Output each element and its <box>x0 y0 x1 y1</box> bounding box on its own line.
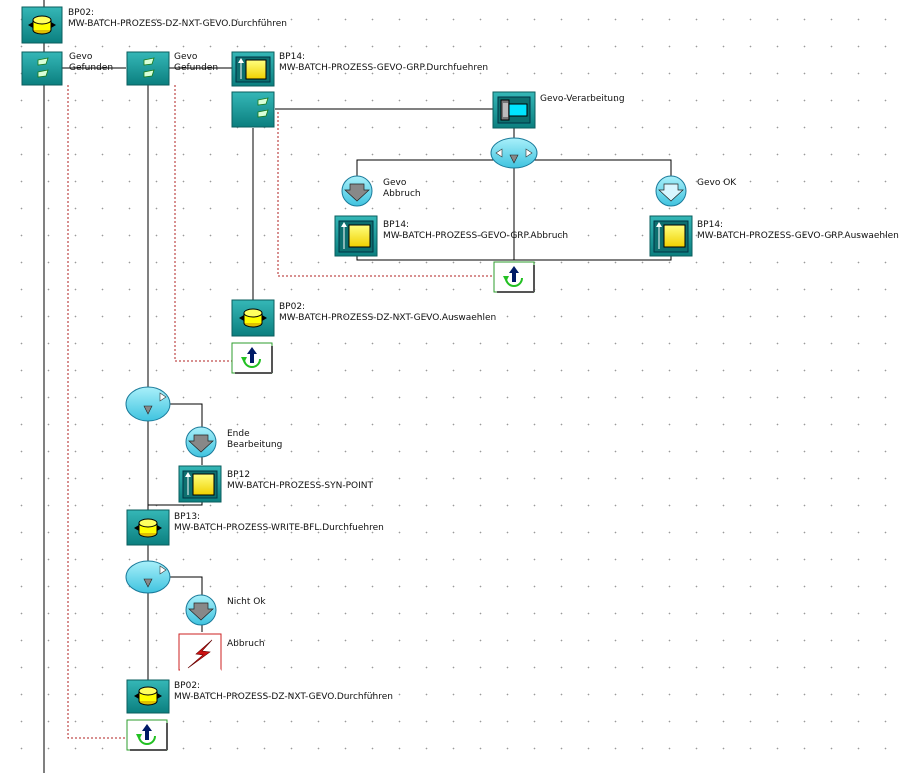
gevo-verarbeitung-node[interactable] <box>492 91 536 129</box>
gevo-abbruch-branch-node[interactable] <box>341 175 373 207</box>
bp14-durchfuehren-label-line2: MW-BATCH-PROZESS-GEVO-GRP.Durchfuehren <box>279 63 489 73</box>
bp14-durchfuehren-node[interactable] <box>231 51 275 87</box>
bp12-syn-point-node[interactable] <box>178 465 222 503</box>
bp12-syn-point-label-line1: BP12 <box>227 470 251 480</box>
loop-inner-node[interactable] <box>493 261 535 293</box>
gevo-verarbeitung-label: Gevo-Verarbeitung <box>540 94 625 105</box>
loop-icon <box>136 724 156 745</box>
bp14-auswaehlen-label-line1: BP14: <box>697 220 724 230</box>
gevo-verarbeitung-label-text: Gevo-Verarbeitung <box>540 94 625 104</box>
bp13-write-bfl-label-line2: MW-BATCH-PROZESS-WRITE-BFL.Durchfuehren <box>174 523 384 533</box>
bp14-auswaehlen-label: BP14: MW-BATCH-PROZESS-GEVO-GRP.Auswaehl… <box>697 220 899 242</box>
bp13-write-bfl-label-line1: BP13: <box>174 512 201 522</box>
gevo-gefunden-2-node[interactable] <box>126 51 170 86</box>
gevo-gefunden-1-label-line1: Gevo <box>69 52 93 62</box>
branch-down-icon <box>344 183 370 202</box>
bp14-durchfuehren-label-line1: BP14: <box>279 52 306 62</box>
ende-bearbeitung-branch-node[interactable] <box>185 426 217 458</box>
gevo-gefunden-2-label-line1: Gevo <box>174 52 198 62</box>
database-call-icon <box>28 15 56 35</box>
bp12-syn-point-label-line2: MW-BATCH-PROZESS-SYN-POINT <box>227 481 374 491</box>
condition-icon <box>143 57 155 78</box>
gevo-loop-condition-node[interactable] <box>231 91 275 128</box>
bp13-write-bfl-label: BP13: MW-BATCH-PROZESS-WRITE-BFL.Durchfu… <box>174 512 384 534</box>
subprocess-icon <box>653 220 689 253</box>
loop-outer-node[interactable] <box>126 719 168 751</box>
gevo-gefunden-1-label: Gevo Gefunden <box>69 52 113 74</box>
loop-mid-node[interactable] <box>231 342 273 374</box>
bp14-abbruch-node[interactable] <box>334 215 378 257</box>
transaction-icon <box>497 96 531 124</box>
decision-1-node[interactable] <box>490 137 538 169</box>
decision-icon <box>495 148 533 164</box>
gevo-abbruch-label-line2: Abbruch <box>383 189 421 199</box>
database-call-icon <box>239 308 267 328</box>
branch-down-icon <box>188 602 214 621</box>
abbruch-label-text: Abbruch <box>227 639 265 649</box>
subprocess-icon <box>182 470 218 499</box>
bp02-top-label-line1: BP02: <box>68 8 95 18</box>
bp02-top-label-line2: MW-BATCH-PROZESS-DZ-NXT-GEVO.Durchführen <box>68 19 287 29</box>
loop-connectors <box>67 85 493 739</box>
bp02-top-node[interactable] <box>21 6 63 44</box>
nicht-ok-label: Nicht Ok <box>227 597 266 608</box>
bp02-auswaehlen-label: BP02: MW-BATCH-PROZESS-DZ-NXT-GEVO.Auswa… <box>279 302 496 324</box>
database-call-icon <box>134 686 162 706</box>
gevo-gefunden-1-node[interactable] <box>21 51 63 86</box>
loop-icon <box>241 347 261 368</box>
decision-icon <box>143 565 167 588</box>
loop-icon <box>503 266 523 287</box>
gevo-ok-label: Gevo OK <box>697 178 736 189</box>
bp02-auswaehlen-label-line2: MW-BATCH-PROZESS-DZ-NXT-GEVO.Auswaehlen <box>279 313 497 323</box>
ende-bearbeitung-label-line1: Ende <box>227 429 250 439</box>
bp14-durchfuehren-label: BP14: MW-BATCH-PROZESS-GEVO-GRP.Durchfue… <box>279 52 488 74</box>
bp02-bottom-label-line2: MW-BATCH-PROZESS-DZ-NXT-GEVO.Durchführen <box>174 692 393 702</box>
gevo-gefunden-1-label-line2: Gefunden <box>69 63 114 73</box>
connectors <box>43 0 672 773</box>
bp14-auswaehlen-node[interactable] <box>649 215 693 257</box>
bp02-bottom-label: BP02: MW-BATCH-PROZESS-DZ-NXT-GEVO.Durch… <box>174 681 393 703</box>
gevo-ok-branch-node[interactable] <box>655 175 687 207</box>
subprocess-icon <box>338 220 374 253</box>
decision-2-node[interactable] <box>125 386 171 422</box>
gevo-ok-label-text: Gevo OK <box>697 178 737 188</box>
bp12-syn-point-label: BP12 MW-BATCH-PROZESS-SYN-POINT <box>227 470 373 492</box>
ende-bearbeitung-label: Ende Bearbeitung <box>227 429 282 451</box>
decision-icon <box>143 392 167 415</box>
bp02-bottom-node[interactable] <box>126 679 170 714</box>
gevo-abbruch-label-line1: Gevo <box>383 178 407 188</box>
lightning-icon <box>187 639 213 669</box>
condition-icon <box>257 97 269 118</box>
decision-3-node[interactable] <box>125 560 171 594</box>
ende-bearbeitung-label-line2: Bearbeitung <box>227 440 283 450</box>
branch-down-icon <box>658 183 684 202</box>
bp13-write-bfl-node[interactable] <box>126 509 170 546</box>
abbruch-label: Abbruch <box>227 639 265 650</box>
bp14-abbruch-label: BP14: MW-BATCH-PROZESS-GEVO-GRP.Abbruch <box>383 220 568 242</box>
bp14-abbruch-label-line2: MW-BATCH-PROZESS-GEVO-GRP.Abbruch <box>383 231 569 241</box>
gevo-abbruch-label: Gevo Abbruch <box>383 178 421 200</box>
bp02-auswaehlen-node[interactable] <box>231 299 275 337</box>
bp14-abbruch-label-line1: BP14: <box>383 220 410 230</box>
abbruch-node[interactable] <box>178 633 222 671</box>
bp02-bottom-label-line1: BP02: <box>174 681 201 691</box>
bp14-auswaehlen-label-line2: MW-BATCH-PROZESS-GEVO-GRP.Auswaehlen <box>697 231 899 241</box>
condition-icon <box>37 57 49 78</box>
bp02-top-label: BP02: MW-BATCH-PROZESS-DZ-NXT-GEVO.Durch… <box>68 8 287 30</box>
bp02-auswaehlen-label-line1: BP02: <box>279 302 306 312</box>
gevo-gefunden-2-label-line2: Gefunden <box>174 63 219 73</box>
nicht-ok-label-text: Nicht Ok <box>227 597 266 607</box>
gevo-gefunden-2-label: Gevo Gefunden <box>174 52 218 74</box>
branch-down-icon <box>188 434 214 453</box>
database-call-icon <box>134 518 162 538</box>
nicht-ok-branch-node[interactable] <box>185 594 217 626</box>
subprocess-icon <box>235 56 271 83</box>
